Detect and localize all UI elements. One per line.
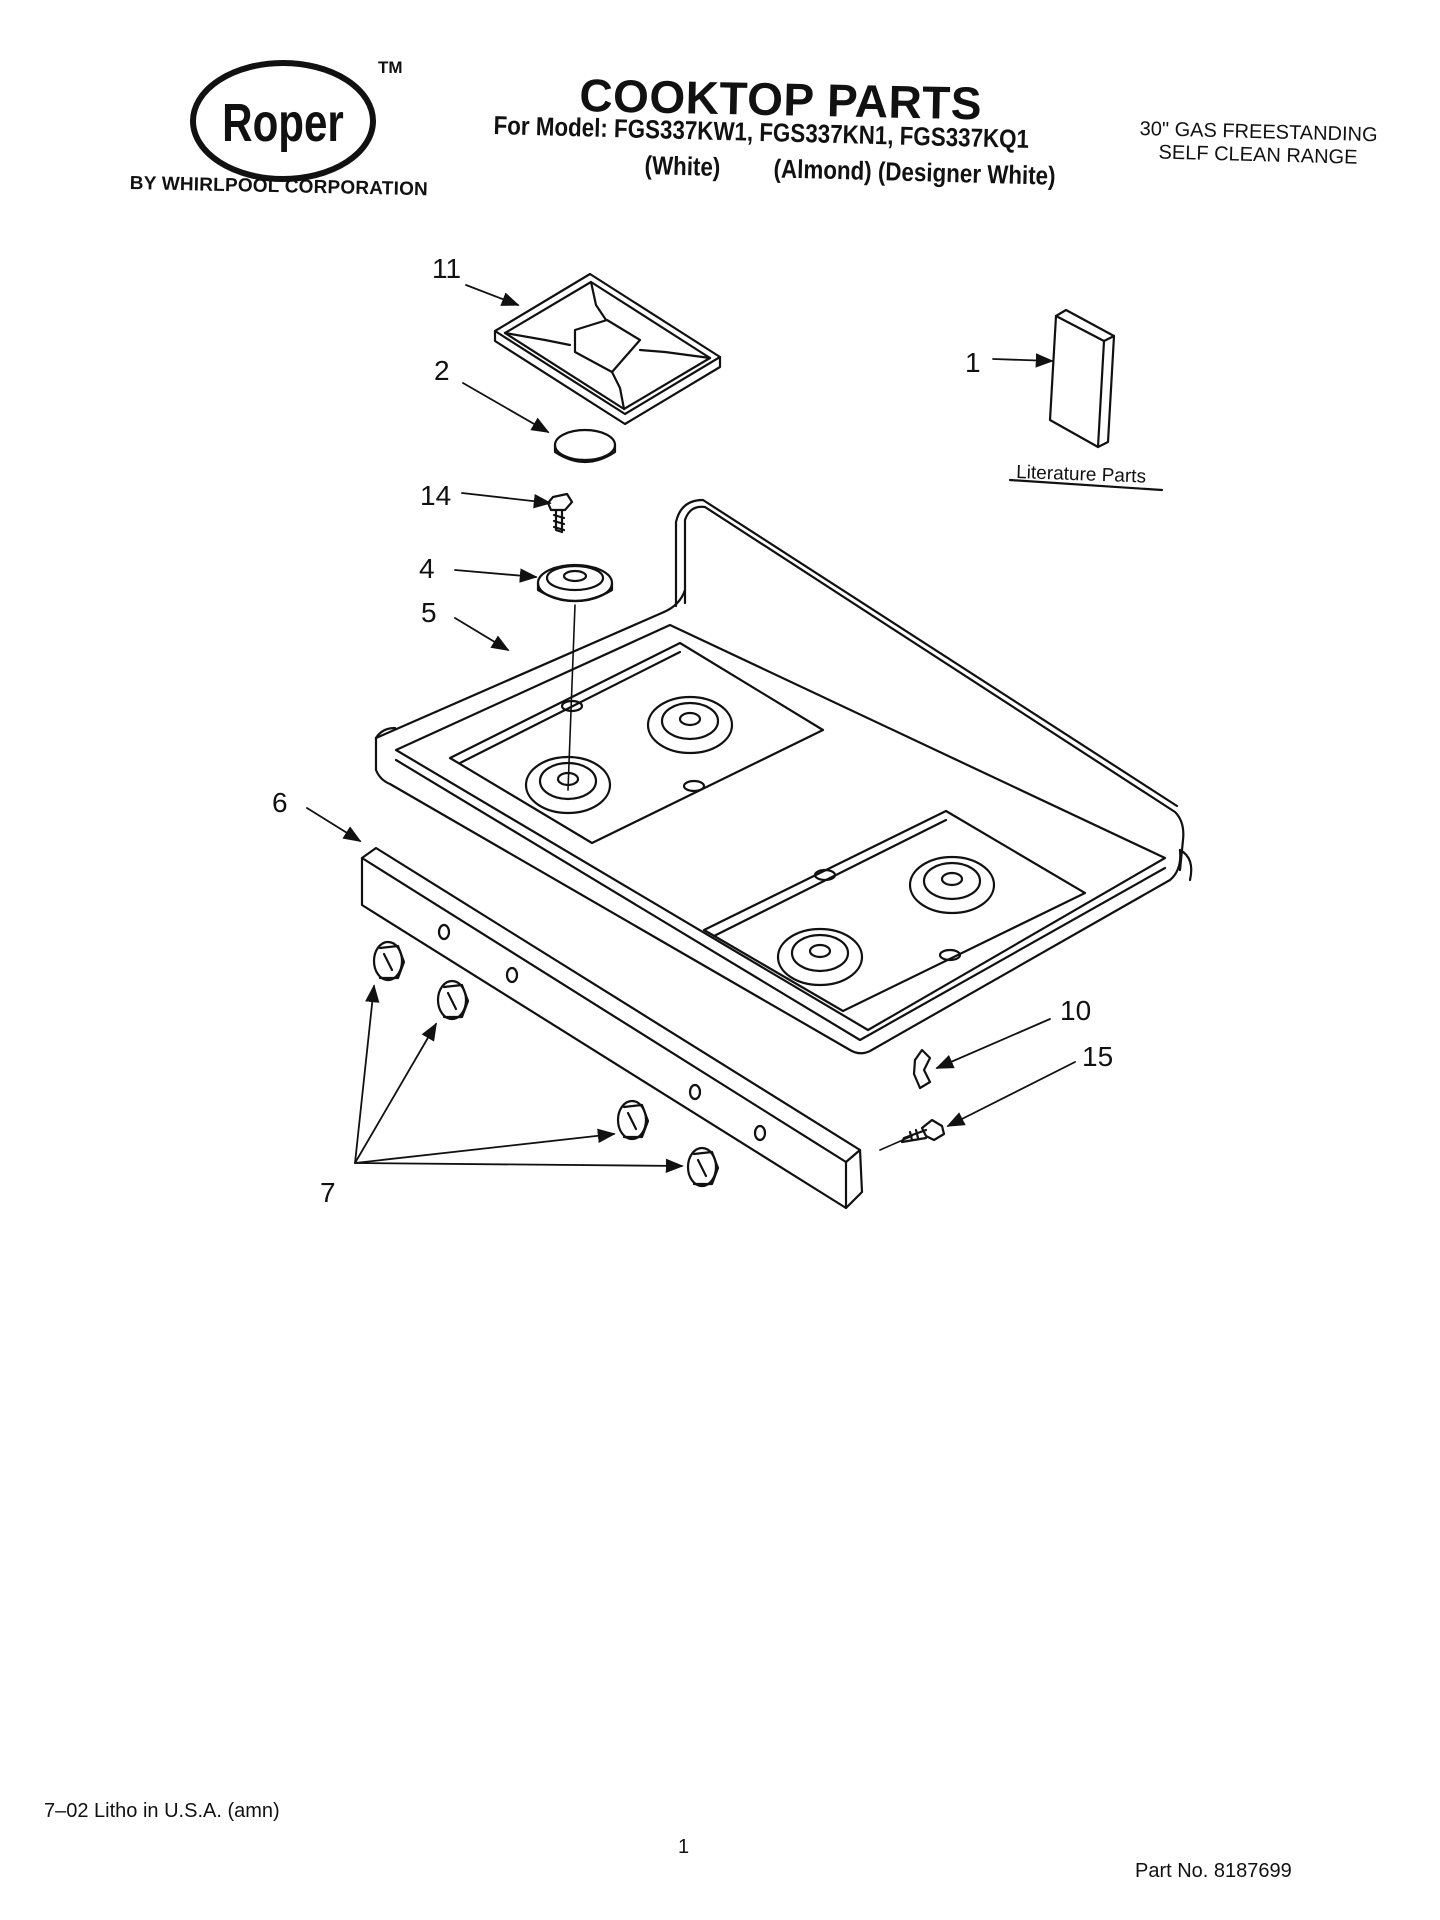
part-number: Part No. 8187699	[1135, 1860, 1292, 1882]
callout-4: 4	[419, 553, 435, 584]
cooktop-exploded-diagram: 11 2 1 14 4 5 6 10 15 7 Literature Parts	[272, 253, 1193, 1210]
callout-7: 7	[320, 1177, 336, 1208]
callout-14: 14	[420, 480, 451, 511]
callout-5: 5	[421, 597, 437, 628]
knob-4	[686, 1146, 720, 1188]
screw-leader	[879, 1135, 913, 1151]
literature-parts-booklet	[1048, 308, 1116, 449]
callout-1: 1	[965, 347, 981, 378]
callout-15: 15	[1082, 1041, 1113, 1072]
burner-screw	[546, 492, 574, 534]
callout-10: 10	[1060, 995, 1091, 1026]
callout-2: 2	[434, 355, 450, 386]
callout-6: 6	[272, 787, 288, 818]
knob-1	[372, 940, 406, 982]
mounting-clip	[912, 1048, 932, 1090]
roper-logo: Roper	[190, 60, 376, 182]
burner-grate	[493, 272, 722, 426]
page-number: 1	[678, 1836, 690, 1858]
knob-3	[616, 1099, 650, 1141]
callout-11: 11	[432, 253, 461, 284]
litho-note: 7–02 Litho in U.S.A. (amn)	[44, 1800, 280, 1822]
knob-2	[436, 979, 470, 1021]
logo-text: Roper	[222, 93, 344, 153]
literature-label: Literature Parts	[1016, 462, 1147, 488]
literature-underline	[1008, 478, 1164, 492]
control-knobs	[372, 940, 720, 1188]
cooktop-panel	[374, 498, 1193, 1055]
burner-base	[536, 563, 614, 603]
burner-cap	[553, 428, 617, 463]
trademark-mark: TM	[378, 58, 403, 77]
control-panel-strip	[360, 846, 864, 1210]
callout-arrows	[306, 284, 1076, 1174]
mounting-screw	[900, 1118, 946, 1144]
